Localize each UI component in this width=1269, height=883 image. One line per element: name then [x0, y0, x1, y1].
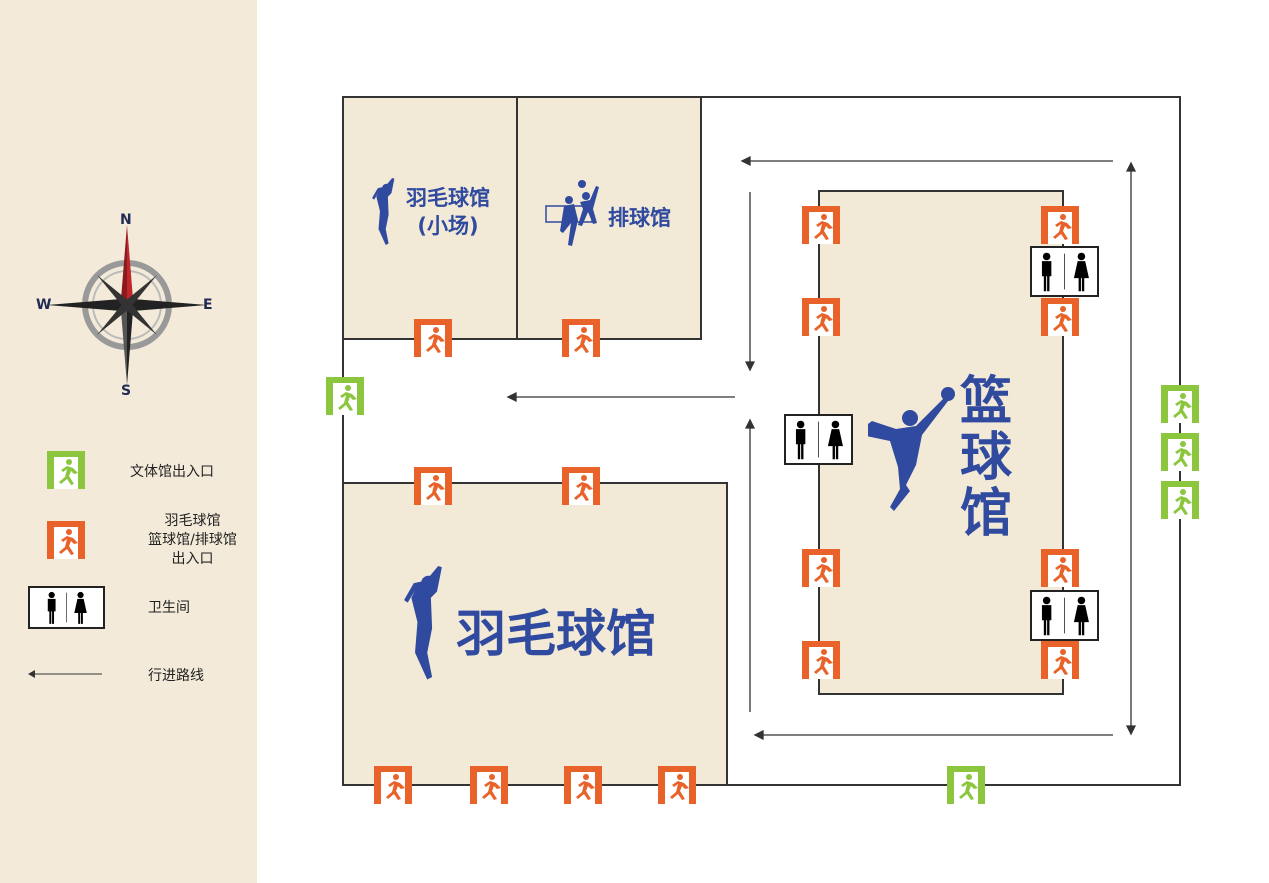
- hall-exit-icon[interactable]: [470, 766, 508, 804]
- hall-exit-icon[interactable]: [802, 298, 840, 336]
- legend-venue-exit: 文体馆出入口: [130, 464, 214, 480]
- compass-east: E: [203, 297, 213, 313]
- hall-exit-icon[interactable]: [802, 206, 840, 244]
- hall-exit-icon[interactable]: [564, 766, 602, 804]
- compass-south: S: [121, 383, 132, 399]
- basketball-label-char: 篮: [960, 372, 1013, 432]
- legend-panel: N S W E 文体馆出入口 羽毛球馆 篮球馆/排球馆 出入口 卫生间 行进路线: [0, 0, 257, 883]
- basketball-hall[interactable]: 篮 球 馆: [818, 190, 1064, 695]
- volleyball-players-icon: [545, 180, 599, 246]
- venue-exit-icon[interactable]: [326, 377, 364, 415]
- legend-line: 篮球馆/排球馆: [148, 532, 237, 548]
- restroom-icon: [28, 586, 105, 629]
- hall-exit-icon[interactable]: [1041, 641, 1079, 679]
- volleyball-hall[interactable]: 排球馆: [516, 96, 702, 340]
- volleyball-label: 排球馆: [608, 206, 671, 230]
- hall-exit-icon[interactable]: [374, 766, 412, 804]
- venue-exit-icon[interactable]: [1161, 481, 1199, 519]
- restroom-icon[interactable]: [1030, 590, 1099, 641]
- restroom-icon[interactable]: [784, 414, 853, 465]
- route-arrow-icon: [28, 670, 102, 678]
- badminton-hall[interactable]: 羽毛球馆: [342, 482, 728, 786]
- hall-exit-icon[interactable]: [562, 467, 600, 505]
- badminton-small-sublabel: (小场): [417, 214, 479, 238]
- compass-rose-icon: [47, 225, 207, 385]
- hall-exit-icon[interactable]: [562, 319, 600, 357]
- basketball-label-char: 球: [960, 428, 1013, 488]
- badminton-small-label: 羽毛球馆: [406, 186, 490, 210]
- hall-exit-icon[interactable]: [1041, 206, 1079, 244]
- venue-exit-icon[interactable]: [1161, 433, 1199, 471]
- hall-exit-icon[interactable]: [658, 766, 696, 804]
- hall-exit-icon[interactable]: [414, 467, 452, 505]
- basketball-player-icon: [868, 387, 955, 511]
- hall-exit-icon[interactable]: [414, 319, 452, 357]
- hall-exit-icon[interactable]: [802, 641, 840, 679]
- hall-exit-icon[interactable]: [1041, 549, 1079, 587]
- legend-hall-exit: 羽毛球馆 篮球馆/排球馆 出入口: [130, 512, 255, 569]
- basketball-label-char: 馆: [960, 484, 1013, 544]
- hall-exit-icon[interactable]: [802, 549, 840, 587]
- restroom-icon[interactable]: [1030, 246, 1099, 297]
- legend-line: 出入口: [171, 551, 214, 567]
- venue-exit-icon[interactable]: [1161, 385, 1199, 423]
- badminton-label: 羽毛球馆: [456, 605, 656, 663]
- compass-west: W: [36, 297, 52, 313]
- hall-exit-icon[interactable]: [1041, 298, 1079, 336]
- legend-route: 行进路线: [148, 668, 204, 684]
- venue-exit-icon[interactable]: [947, 766, 985, 804]
- legend-line: 羽毛球馆: [164, 513, 221, 529]
- compass-north: N: [120, 212, 132, 228]
- legend-restroom: 卫生间: [148, 600, 190, 616]
